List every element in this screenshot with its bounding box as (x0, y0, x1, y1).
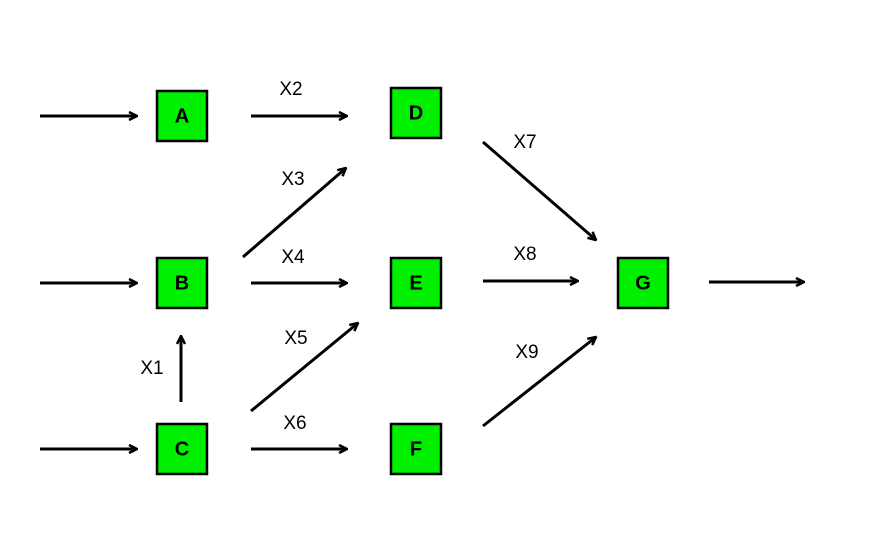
node-label-b: B (175, 272, 189, 294)
node-f: F (389, 422, 443, 476)
edge-label-x3: X3 (281, 169, 304, 190)
nodes-layer: A B C D E F G (155, 86, 670, 476)
edge-arrow-x9 (482, 337, 596, 428)
node-label-d: D (409, 102, 423, 124)
node-label-e: E (409, 272, 422, 294)
edge-label-x5: X5 (284, 328, 307, 349)
node-box-g (616, 256, 670, 310)
node-label-a: A (175, 105, 189, 127)
node-g: G (616, 256, 670, 310)
edge-arrow-x3 (242, 168, 346, 259)
node-label-g: G (635, 272, 651, 294)
node-box-d (389, 86, 443, 140)
node-b: B (155, 256, 209, 310)
node-box-f (389, 422, 443, 476)
node-box-e (389, 256, 443, 310)
node-label-c: C (175, 438, 189, 460)
edge-label-x2: X2 (279, 79, 302, 100)
node-label-f: F (410, 438, 422, 460)
edge-label-x4: X4 (281, 247, 305, 268)
edge-arrow-x7 (482, 140, 596, 240)
node-box-c (155, 422, 209, 476)
node-box-b (155, 256, 209, 310)
node-c: C (155, 422, 209, 476)
node-a: A (155, 89, 209, 143)
edge-label-x7: X7 (513, 132, 536, 153)
node-box-a (155, 89, 209, 143)
edge-label-x8: X8 (513, 244, 536, 265)
edge-label-x6: X6 (283, 413, 306, 434)
edge-label-x9: X9 (515, 342, 538, 363)
node-e: E (389, 256, 443, 310)
edge-arrow-x5 (250, 323, 358, 413)
node-d: D (389, 86, 443, 140)
edge-label-x1: X1 (140, 358, 163, 379)
